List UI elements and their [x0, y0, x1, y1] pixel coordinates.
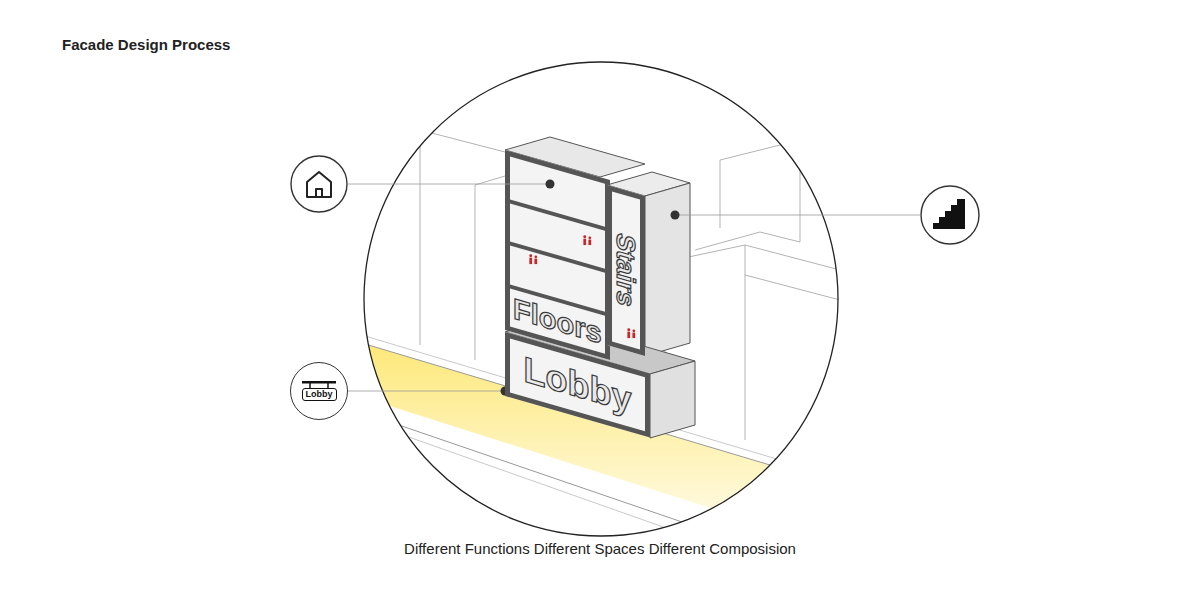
leader-line: [348, 391, 505, 392]
leader-line: [675, 215, 921, 216]
focus-circle: [364, 62, 838, 536]
floor-slab: [510, 199, 605, 230]
road-band: [355, 341, 780, 530]
diagram-caption: Different Functions Different Spaces Dif…: [0, 540, 1200, 557]
diagram-title: Facade Design Process: [62, 36, 230, 53]
neighbour-buildings: [360, 130, 840, 440]
building-volume: [505, 137, 695, 438]
stairs-box: Stairs: [607, 185, 645, 356]
floor-slab: [510, 241, 605, 272]
stairs-icon: [921, 186, 979, 244]
sign-hanger: [302, 381, 336, 388]
floors-box: Floors: [505, 150, 610, 360]
house-icon: [291, 156, 347, 212]
stairs-side-face: [645, 183, 690, 356]
street-scene: [355, 130, 840, 540]
sign-label: Lobby: [302, 388, 337, 402]
stairs-label: Stairs: [613, 231, 639, 311]
lobby-sign-icon: Lobby: [290, 362, 348, 420]
leader-connector: [348, 387, 510, 396]
lobby-side-face: [650, 361, 695, 438]
leader-dot: [671, 211, 680, 220]
